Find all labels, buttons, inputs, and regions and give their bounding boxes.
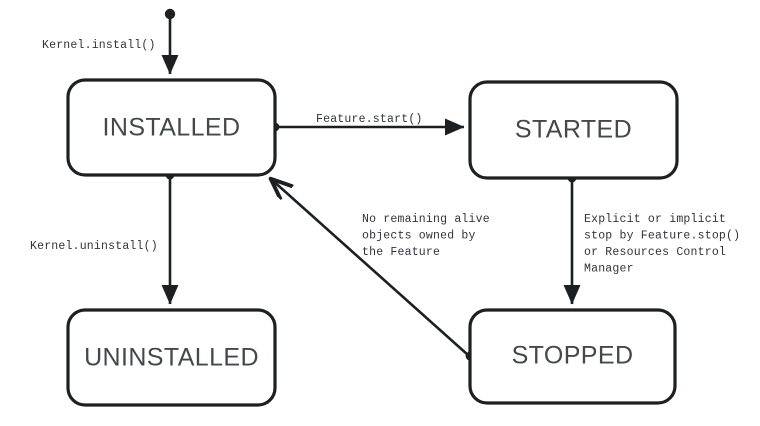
- state-started[interactable]: STARTED: [468, 80, 679, 180]
- state-started-label: STARTED: [515, 116, 632, 144]
- state-installed-label: INSTALLED: [103, 114, 241, 142]
- state-uninstalled-box[interactable]: [66, 308, 277, 407]
- state-uninstalled-label: UNINSTALLED: [84, 344, 259, 372]
- state-stopped-label: STOPPED: [512, 342, 634, 370]
- state-uninstalled[interactable]: UNINSTALLED: [66, 308, 277, 407]
- state-installed-box[interactable]: [66, 78, 277, 177]
- state-stopped[interactable]: STOPPED: [468, 308, 677, 405]
- edge-label-kernel-uninstall: Kernel.uninstall(): [30, 240, 158, 253]
- state-installed[interactable]: INSTALLED: [66, 78, 277, 177]
- start-node-dot: [164, 8, 176, 20]
- state-started-box[interactable]: [468, 80, 679, 180]
- edge-stopped-to-installed: [271, 179, 469, 356]
- edge-label-kernel-install: Kernel.install(): [42, 39, 156, 52]
- state-stopped-box[interactable]: [468, 308, 677, 405]
- edge-label-feature-start: Feature.start(): [316, 113, 423, 126]
